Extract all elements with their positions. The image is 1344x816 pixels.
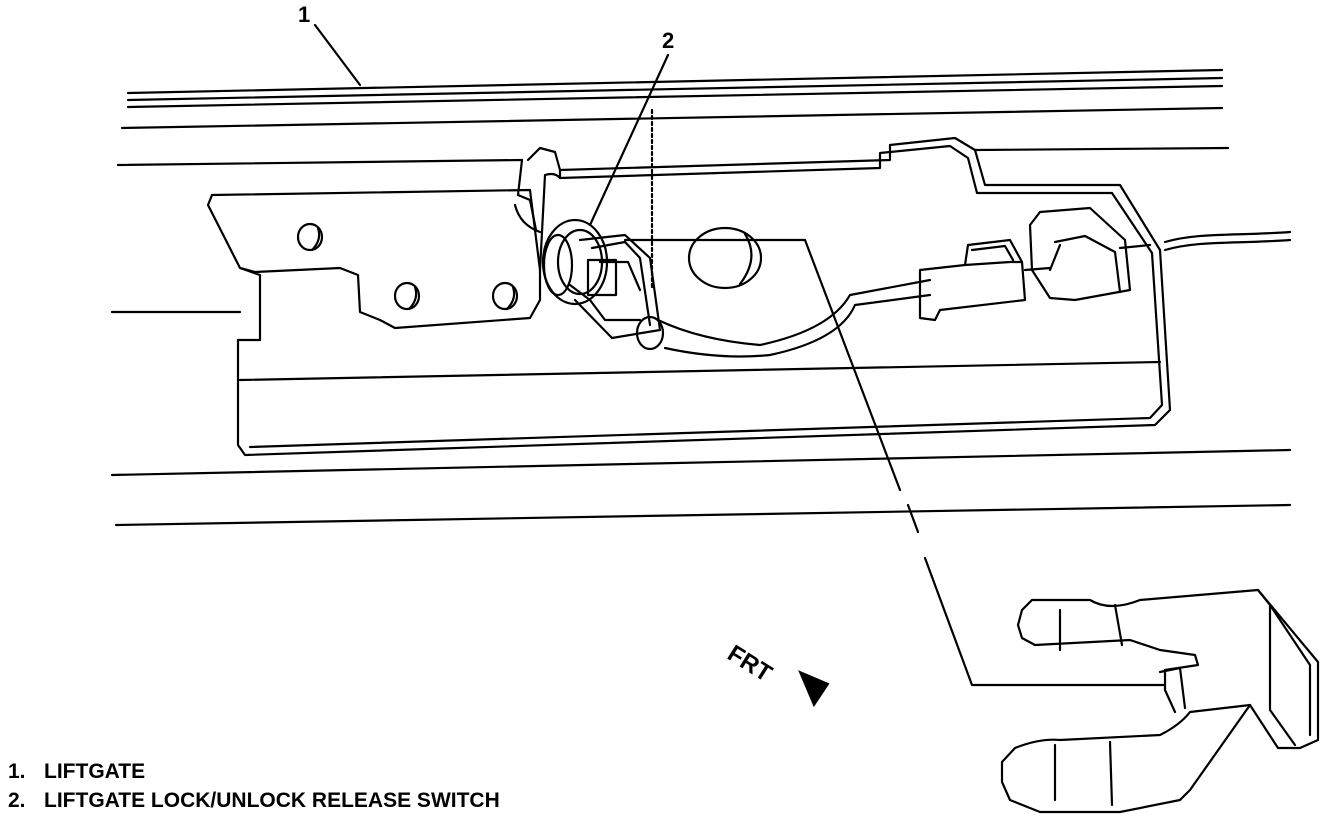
callout-number-2: 2 [662, 28, 675, 53]
legend-item: 2. LIFTGATE LOCK/UNLOCK RELEASE SWITCH [8, 786, 500, 815]
liftgate-lower-lines [110, 230, 1292, 527]
liftgate-upper-lines [116, 68, 1230, 167]
legend-item-label: LIFTGATE [44, 760, 146, 783]
legend-item: 1. LIFTGATE [8, 757, 500, 786]
retaining-clip [1000, 588, 1320, 814]
leader-lines [313, 23, 1167, 687]
release-switch [541, 218, 932, 358]
front-direction-arrow-icon [798, 670, 830, 708]
legend-item-number: 2. [8, 789, 26, 812]
callout-number-1: 1 [298, 2, 311, 27]
legend-item-label: LIFTGATE LOCK/UNLOCK RELEASE SWITCH [44, 789, 500, 812]
legend-item-number: 1. [8, 760, 26, 783]
switch-pocket [236, 136, 1172, 457]
mounting-bracket [206, 188, 763, 342]
legend: 1. LIFTGATE 2. LIFTGATE LOCK/UNLOCK RELEAS… [8, 757, 500, 815]
harness-connectors [918, 206, 1152, 322]
